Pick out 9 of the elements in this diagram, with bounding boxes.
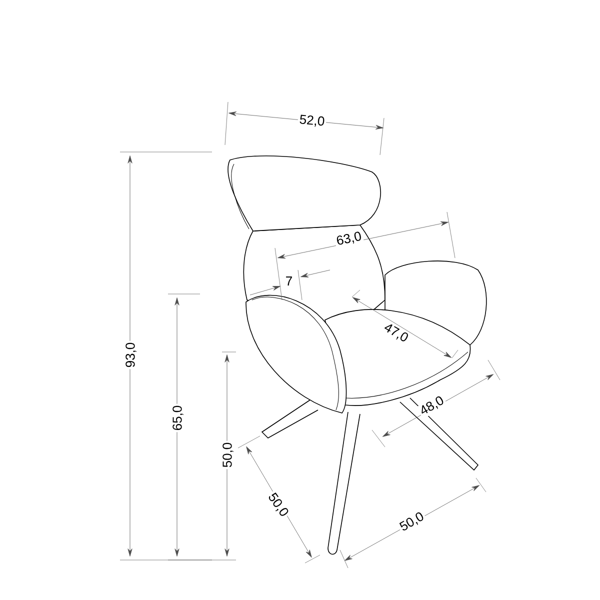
- dimension-label: 50,0: [221, 440, 235, 470]
- dimension-label: 50,0: [396, 508, 428, 536]
- dimension-label: 63,0: [334, 229, 364, 249]
- dimension-label: 48,0: [416, 392, 448, 420]
- dimension-label: 47,0: [380, 320, 412, 346]
- dimension-label: 7: [284, 275, 294, 287]
- dimension-label: 65,0: [171, 404, 185, 432]
- dimension-label: 93,0: [124, 340, 138, 370]
- dimension-label: 52,0: [297, 112, 327, 130]
